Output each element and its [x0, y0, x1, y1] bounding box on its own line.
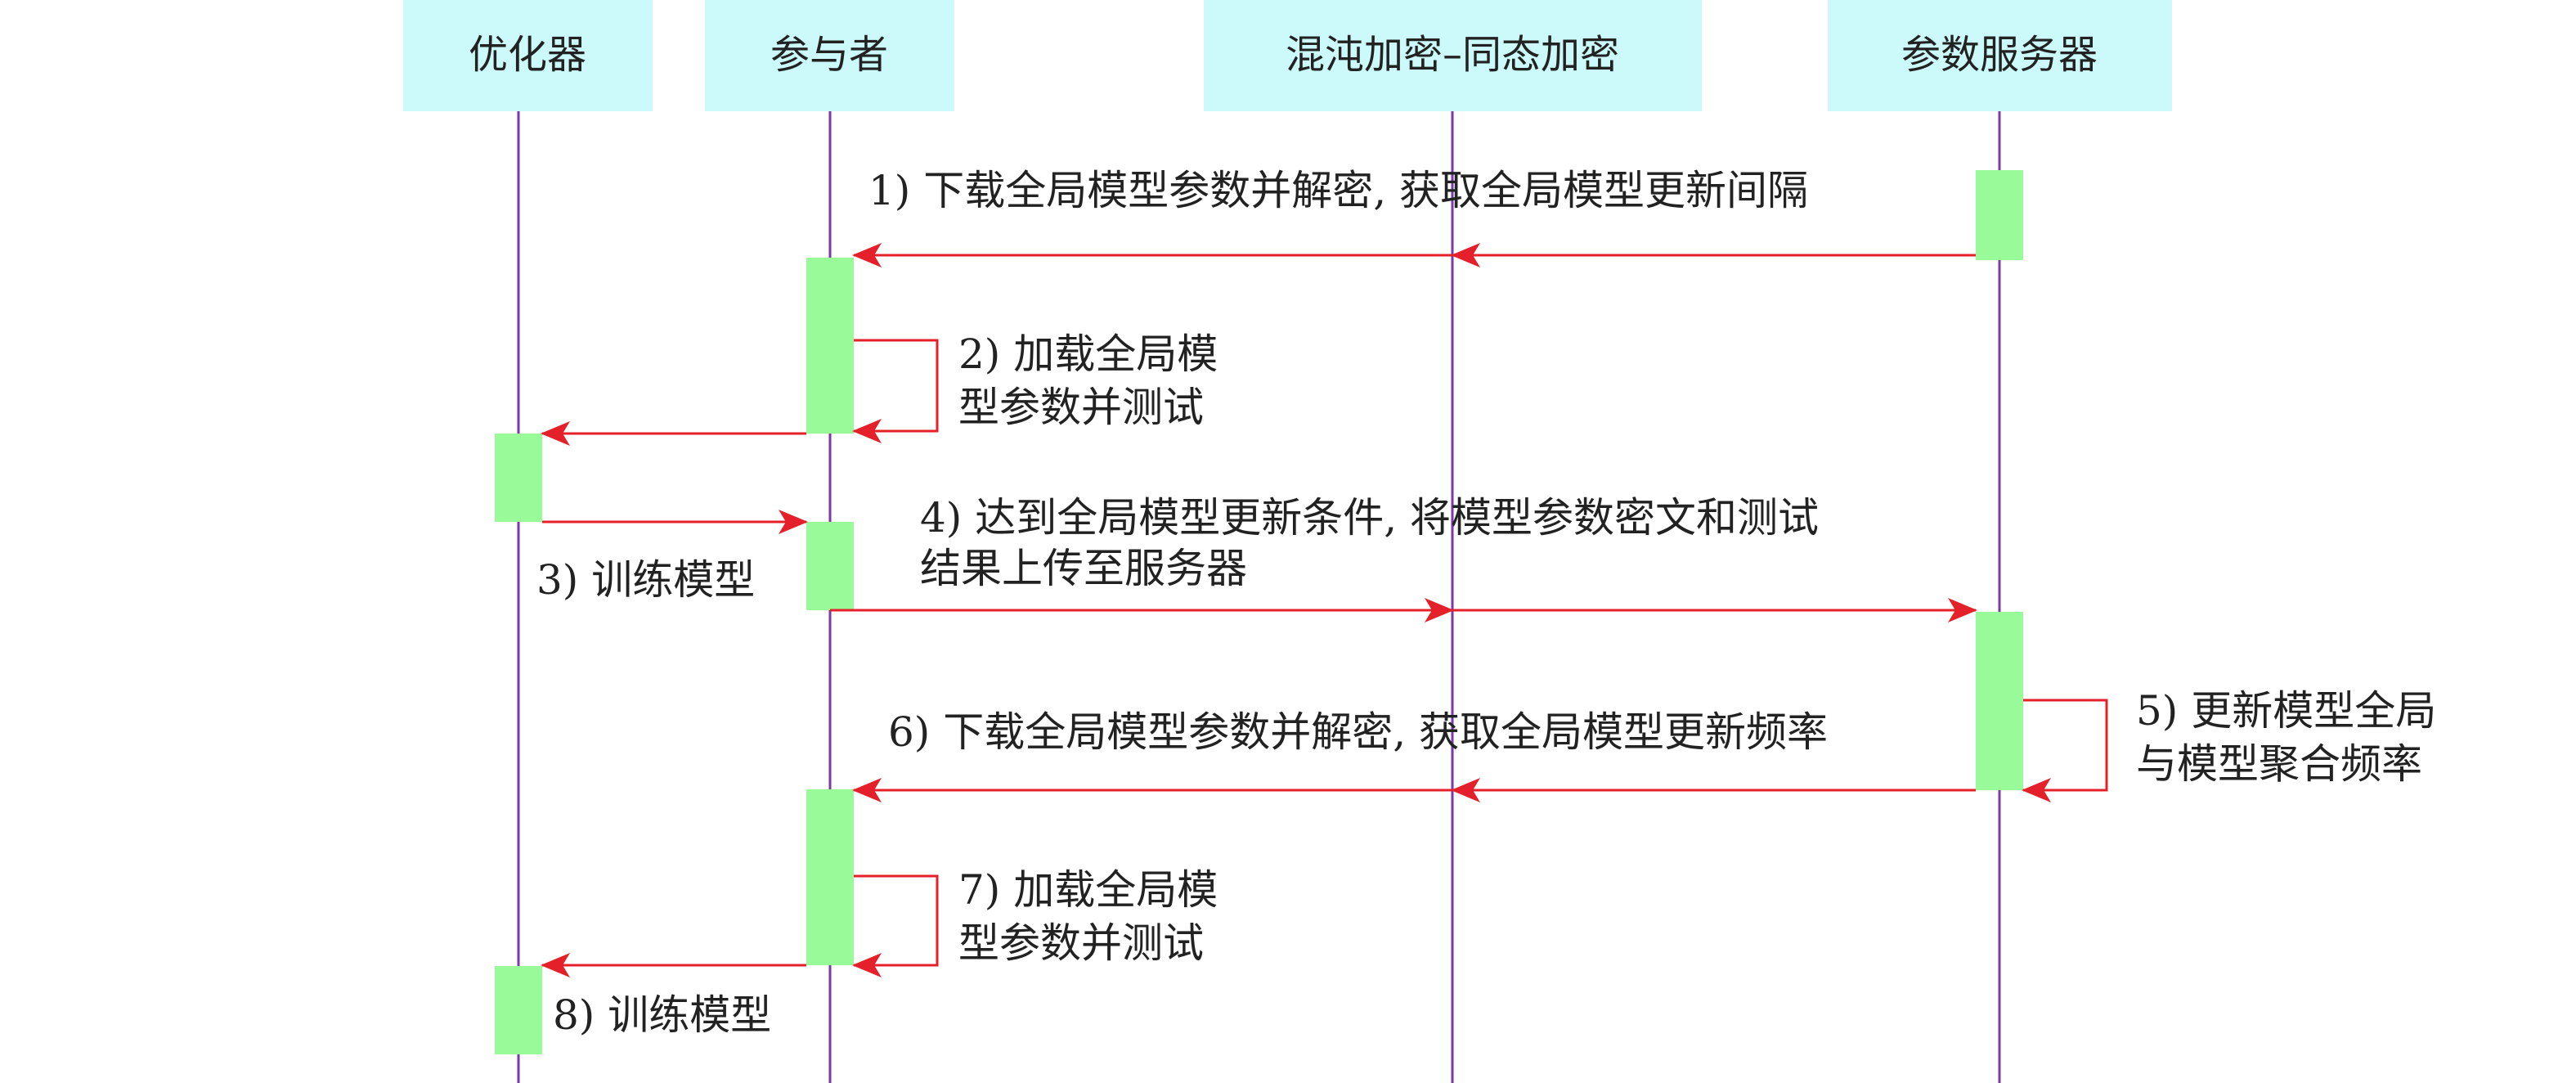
activation-participant-2 — [806, 522, 854, 610]
participant-box-server — [1828, 0, 2172, 111]
participant-box-participant — [705, 0, 954, 111]
step-7-loop — [852, 874, 939, 977]
step-7-label-line-2: 型参数并测试 — [958, 919, 1204, 967]
step-5-label-line-2: 与模型聚合频率 — [2136, 740, 2422, 788]
step-1-label: 1) 下载全局模型参数并解密, 获取全局模型更新间隔 — [868, 167, 1808, 214]
step-6-label: 6) 下载全局模型参数并解密, 获取全局模型更新频率 — [888, 708, 1828, 756]
participant-header-encryption: 混沌加密–同态加密 — [1204, 0, 1702, 111]
participant-label-server: 参数服务器 — [1901, 32, 2098, 78]
step-4-label-line-1: 4) 达到全局模型更新条件, 将模型参数密文和测试 — [920, 494, 1819, 542]
participant-header-server: 参数服务器 — [1828, 0, 2172, 111]
step-5-loop — [2022, 699, 2108, 802]
activation-server-2 — [1976, 612, 2023, 790]
step-8-label: 8) 训练模型 — [553, 991, 771, 1039]
participant-header-participant: 参与者 — [705, 0, 954, 111]
activation-participant-1 — [806, 258, 854, 434]
activation-optimizer-2 — [495, 966, 542, 1054]
participant-label-encryption: 混沌加密–同态加密 — [1286, 32, 1619, 78]
step-2-label-line-1: 2) 加载全局模 — [958, 330, 1218, 378]
participant-label-participant: 参与者 — [770, 32, 888, 78]
activation-server-1 — [1976, 170, 2023, 260]
participant-box-optimizer — [403, 0, 653, 111]
participant-label-optimizer: 优化器 — [469, 32, 586, 78]
step-3-label: 3) 训练模型 — [536, 556, 755, 604]
step-5-label-line-1: 5) 更新模型全局 — [2136, 687, 2436, 735]
step-2-label-line-2: 型参数并测试 — [958, 384, 1204, 431]
step-2-loop — [852, 339, 939, 443]
participant-box-encryption — [1204, 0, 1702, 111]
participant-header-optimizer: 优化器 — [403, 0, 653, 111]
step-4-label-line-2: 结果上传至服务器 — [920, 545, 1247, 592]
activation-optimizer-1 — [495, 434, 542, 522]
step-7-label-line-1: 7) 加载全局模 — [958, 866, 1218, 914]
activation-participant-3 — [806, 789, 854, 965]
step-2-arrow — [852, 339, 939, 443]
